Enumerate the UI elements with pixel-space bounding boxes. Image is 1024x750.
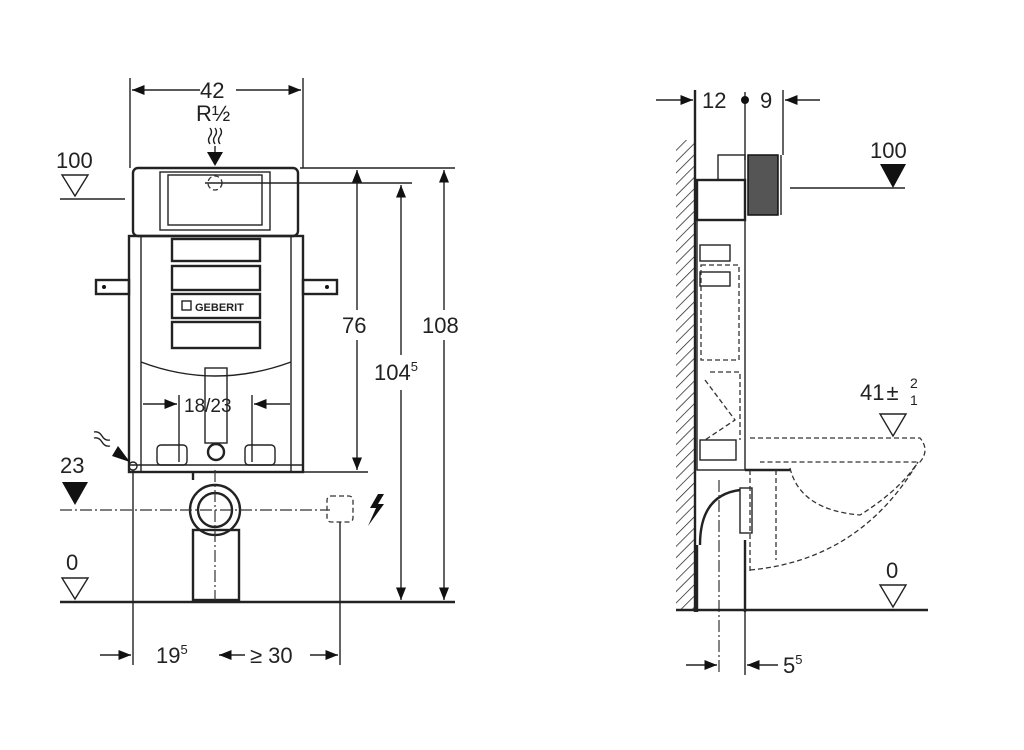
right-bracket <box>301 278 339 296</box>
cistern-side <box>695 178 747 222</box>
level-marker-icon <box>878 584 908 609</box>
electrical-box <box>326 495 354 523</box>
level-100-label: 100 <box>56 148 93 173</box>
level-marker-icon <box>880 164 906 188</box>
toilet-seat-outline <box>750 437 926 463</box>
height-108-label: 108 <box>422 313 459 338</box>
seat-tolerance-minus: 1 <box>910 392 918 408</box>
height-104-label: 1045 <box>374 359 418 385</box>
level-23-label: 23 <box>60 453 84 478</box>
cistern <box>131 166 300 238</box>
level-marker-icon <box>878 413 908 438</box>
drain-pipe <box>191 528 241 602</box>
height-76-label: 76 <box>342 313 366 338</box>
offset-5-label: 55 <box>783 652 802 678</box>
level-marker-icon <box>60 577 90 601</box>
level-marker-icon <box>60 174 90 198</box>
front-view: 42 R½ GEBERIT <box>56 78 459 668</box>
left-bracket <box>94 278 131 296</box>
bracket-spacing-label: 18/23 <box>184 396 232 417</box>
level-100-label: 100 <box>870 138 907 163</box>
min-distance-label: ≥ 30 <box>250 643 293 668</box>
brand-logo: GEBERIT <box>195 302 244 314</box>
water-supply-icon <box>207 127 223 166</box>
depth-12-label: 12 <box>702 88 726 113</box>
width-dimension: 42 <box>200 78 224 103</box>
brand-panel <box>170 292 262 320</box>
water-supply-icon <box>93 431 130 462</box>
side-view: 12 9 100 41± 2 1 0 <box>656 88 928 678</box>
electrical-icon <box>368 494 384 526</box>
frame <box>127 234 305 474</box>
wall-hatch <box>676 140 694 610</box>
depth-9-label: 9 <box>760 88 772 113</box>
offset-19-label: 195 <box>156 642 188 668</box>
flush-plate <box>747 154 779 216</box>
seat-height-label: 41± <box>860 380 899 405</box>
level-marker-icon <box>62 482 88 505</box>
level-0-label: 0 <box>886 558 898 583</box>
level-0-label: 0 <box>66 550 78 575</box>
connection-label: R½ <box>196 101 230 126</box>
seat-tolerance-plus: 2 <box>910 375 918 391</box>
